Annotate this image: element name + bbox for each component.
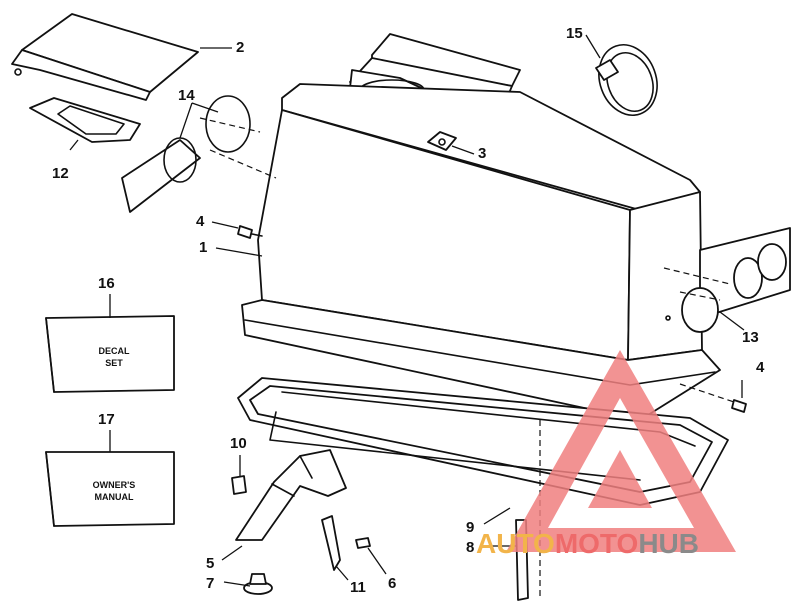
callout-3: 3 bbox=[478, 145, 487, 162]
callout-13: 13 bbox=[742, 329, 759, 346]
part-14-decal bbox=[121, 95, 277, 213]
part-3-latch bbox=[427, 131, 457, 151]
part-5-bracket bbox=[235, 449, 347, 541]
motor-cover bbox=[241, 33, 721, 421]
owners-manual-line2: MANUAL bbox=[94, 492, 134, 502]
watermark-hub: HUB bbox=[638, 528, 699, 559]
decal-set-line2: SET bbox=[105, 358, 123, 368]
owners-manual-box bbox=[45, 451, 175, 527]
part-10-clip bbox=[231, 475, 247, 495]
watermark bbox=[506, 350, 736, 552]
callout-7: 7 bbox=[206, 575, 215, 592]
callout-2: 2 bbox=[236, 39, 245, 56]
callout-1: 1 bbox=[199, 239, 208, 256]
part-2-lid bbox=[11, 13, 199, 101]
part-15-cable bbox=[595, 44, 658, 116]
decal-set-line1: DECAL bbox=[98, 346, 130, 356]
owners-manual-line1: OWNER'S bbox=[92, 480, 136, 490]
watermark-text: AUTOMOTOHUB bbox=[476, 530, 699, 558]
part-13-decals bbox=[663, 227, 791, 333]
callout-10: 10 bbox=[230, 435, 247, 452]
callout-8: 8 bbox=[466, 539, 475, 556]
decal-set-box bbox=[45, 315, 175, 393]
callout-14: 14 bbox=[178, 87, 195, 104]
callout-15: 15 bbox=[566, 25, 583, 42]
callout-6: 6 bbox=[388, 575, 397, 592]
callout-17: 17 bbox=[98, 411, 115, 428]
callout-12: 12 bbox=[52, 165, 69, 182]
callout-11: 11 bbox=[350, 579, 366, 596]
part-4-screw-right bbox=[679, 383, 747, 413]
part-6-bolt bbox=[355, 537, 371, 549]
watermark-moto: MOTO bbox=[554, 528, 639, 559]
bottom-seal bbox=[237, 377, 729, 506]
callout-5: 5 bbox=[206, 555, 215, 572]
part-7-grommet bbox=[243, 573, 273, 595]
callout-9: 9 bbox=[466, 519, 475, 536]
callout-4-right: 4 bbox=[756, 359, 765, 376]
part-12-bezel bbox=[29, 97, 141, 143]
callout-16: 16 bbox=[98, 275, 115, 292]
part-11-strap bbox=[321, 515, 341, 571]
watermark-auto: AUTO bbox=[476, 528, 555, 559]
callout-4-left: 4 bbox=[196, 213, 205, 230]
part-4-screw-left bbox=[237, 225, 263, 239]
